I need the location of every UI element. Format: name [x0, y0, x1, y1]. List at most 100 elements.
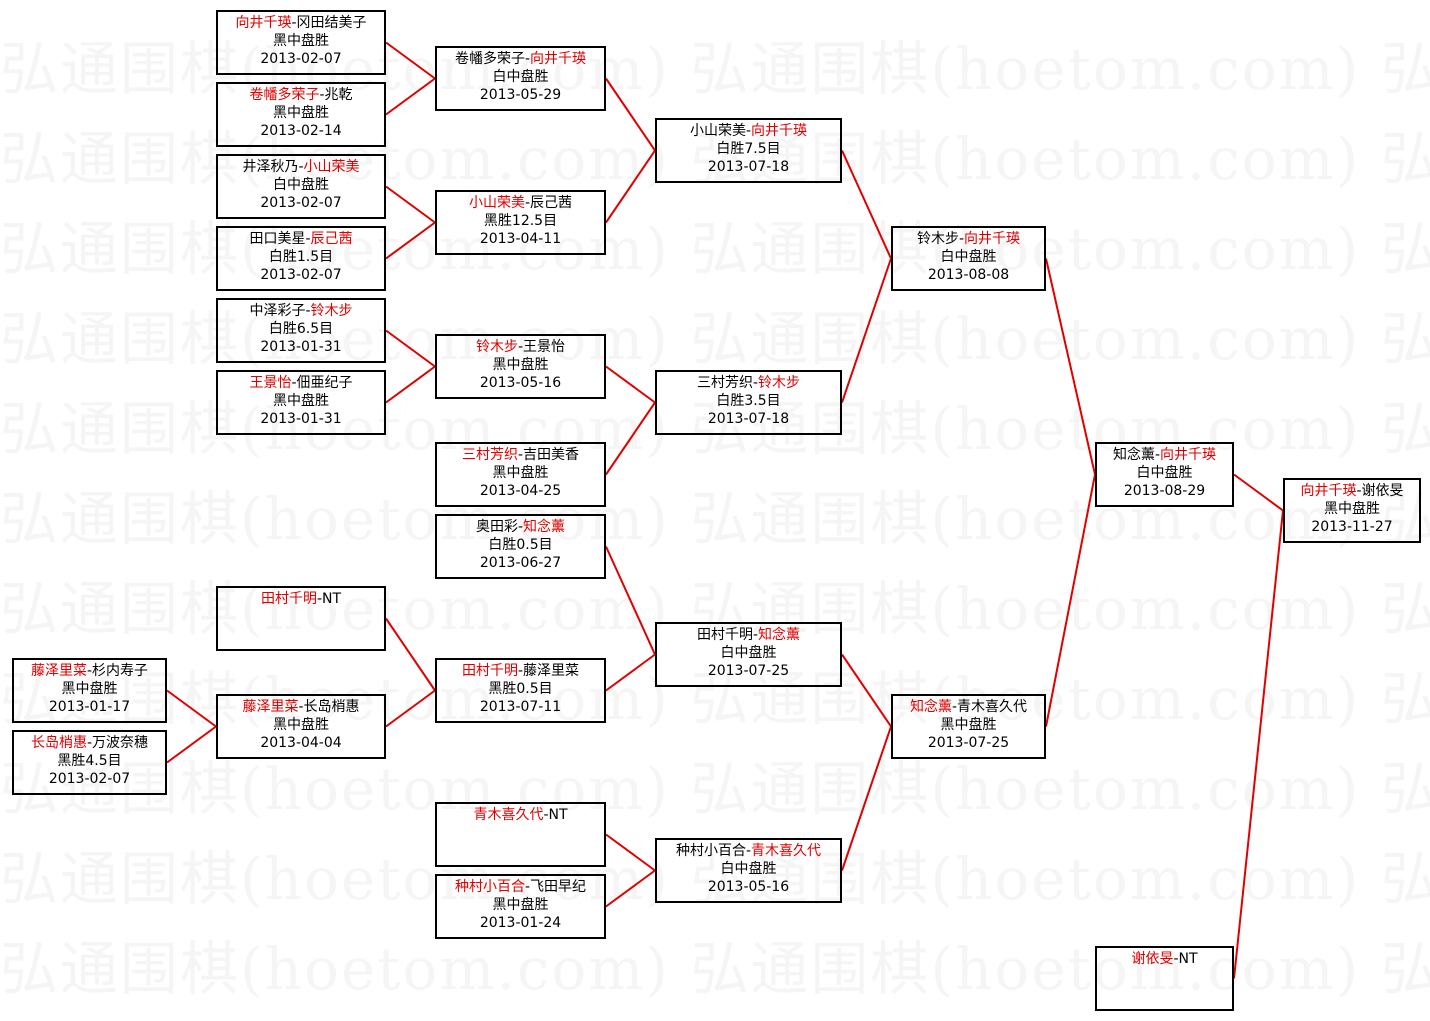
player-separator: - [543, 807, 549, 823]
player-separator: - [524, 879, 531, 895]
player-one: 知念薰 [1112, 447, 1155, 463]
match-date: 2013-04-04 [260, 735, 342, 751]
connector-m20-m23 [841, 258, 892, 403]
match-result: 白胜1.5目 [268, 249, 334, 265]
match-result: 黑中盘胜 [492, 465, 549, 481]
player-one: 田口美星 [249, 231, 306, 247]
match-result: 黑中盘胜 [1324, 501, 1380, 517]
connector-m8-m10 [166, 689, 217, 728]
connector-m9-m10 [166, 725, 217, 764]
match-players: 向井千瑛-谢依旻 [1285, 482, 1419, 500]
match-box[interactable]: 三村芳织-铃木步白胜3.5目 2013-07-18 [655, 370, 842, 435]
match-date: 2013-02-07 [260, 51, 342, 67]
match-box[interactable]: 田村千明-NT [216, 586, 386, 651]
match-box[interactable]: 三村芳织-吉田美香黑中盘胜 2013-04-25 [435, 442, 606, 507]
match-date: 2013-05-16 [479, 375, 562, 391]
player-two: NT [322, 591, 342, 607]
match-players: 奥田彩-知念薰 [437, 518, 604, 536]
connector-m7-m16 [385, 617, 436, 692]
player-two: NT [548, 807, 568, 823]
match-result: 白胜3.5目 [716, 393, 781, 409]
match-date: 2013-04-25 [479, 483, 562, 499]
player-separator: - [752, 375, 759, 391]
match-players: 王景怡-佃亜纪子 [218, 374, 384, 392]
match-players: 三村芳织-铃木步 [657, 374, 840, 392]
match-players: 藤泽里菜-长岛梢惠 [218, 698, 384, 716]
player-two: 冈田结美子 [296, 15, 367, 31]
player-one: 铃木步 [475, 339, 518, 355]
match-players: 中泽彩子-铃木步 [218, 302, 384, 320]
player-one: 田村千明 [461, 663, 518, 679]
connector-m26-m27 [1233, 510, 1284, 979]
player-two: 向井千瑛 [751, 123, 808, 139]
player-two: 小山荣美 [303, 159, 360, 175]
match-date: 2013-07-18 [707, 411, 790, 427]
player-one: 卷幡多荣子 [249, 87, 320, 103]
connector-m12-m19 [605, 149, 656, 224]
match-result: 白胜0.5目 [488, 537, 553, 553]
connector-m5-m13 [385, 329, 436, 368]
match-players: 田村千明-藤泽里菜 [437, 662, 604, 680]
player-separator: - [524, 195, 531, 211]
match-date: 2013-07-18 [707, 159, 790, 175]
player-two: 王景怡 [523, 339, 566, 355]
match-date: 2013-05-29 [479, 87, 562, 103]
player-two: 向井千瑛 [1160, 447, 1217, 463]
player-two: 兆乾 [324, 87, 353, 103]
player-two: 飞田早纪 [530, 879, 587, 895]
match-players: 种村小百合-青木喜久代 [657, 842, 840, 860]
player-two: 知念薰 [758, 627, 801, 643]
match-box[interactable]: 谢依旻-NT [1095, 946, 1234, 1011]
connector-m23-m25 [1045, 258, 1096, 475]
player-two: 向井千瑛 [964, 231, 1021, 247]
match-date: 2013-08-29 [1123, 483, 1206, 499]
match-date: 2013-02-14 [260, 123, 342, 139]
player-separator: - [316, 591, 323, 607]
player-two: 藤泽里菜 [523, 663, 580, 679]
player-two: 青木喜久代 [957, 699, 1028, 715]
match-players: 藤泽里菜-杉内寿子 [14, 662, 165, 680]
match-players: 知念薰-青木喜久代 [893, 698, 1044, 716]
player-separator: - [951, 699, 958, 715]
player-one: 三村芳织 [696, 375, 753, 391]
player-separator: - [752, 627, 759, 643]
connector-m16-m21 [605, 653, 656, 692]
connector-m19-m23 [841, 150, 892, 259]
connector-m10-m16 [385, 689, 436, 728]
match-result: 黑中盘胜 [492, 897, 549, 913]
match-box[interactable]: 青木喜久代-NT [435, 802, 606, 867]
match-players: 向井千瑛-冈田结美子 [218, 14, 384, 32]
player-one: 田村千明 [696, 627, 753, 643]
match-result: 白中盘胜 [940, 249, 997, 265]
player-one: 青木喜久代 [473, 807, 544, 823]
player-two: 杉内寿子 [92, 663, 149, 679]
match-players: 三村芳织-吉田美香 [437, 446, 604, 464]
player-two: 谢依旻 [1361, 483, 1404, 499]
match-players: 田村千明-NT [218, 590, 384, 608]
player-separator: - [1154, 447, 1161, 463]
connector-m6-m13 [385, 365, 436, 404]
match-result: 黑中盘胜 [940, 717, 997, 733]
